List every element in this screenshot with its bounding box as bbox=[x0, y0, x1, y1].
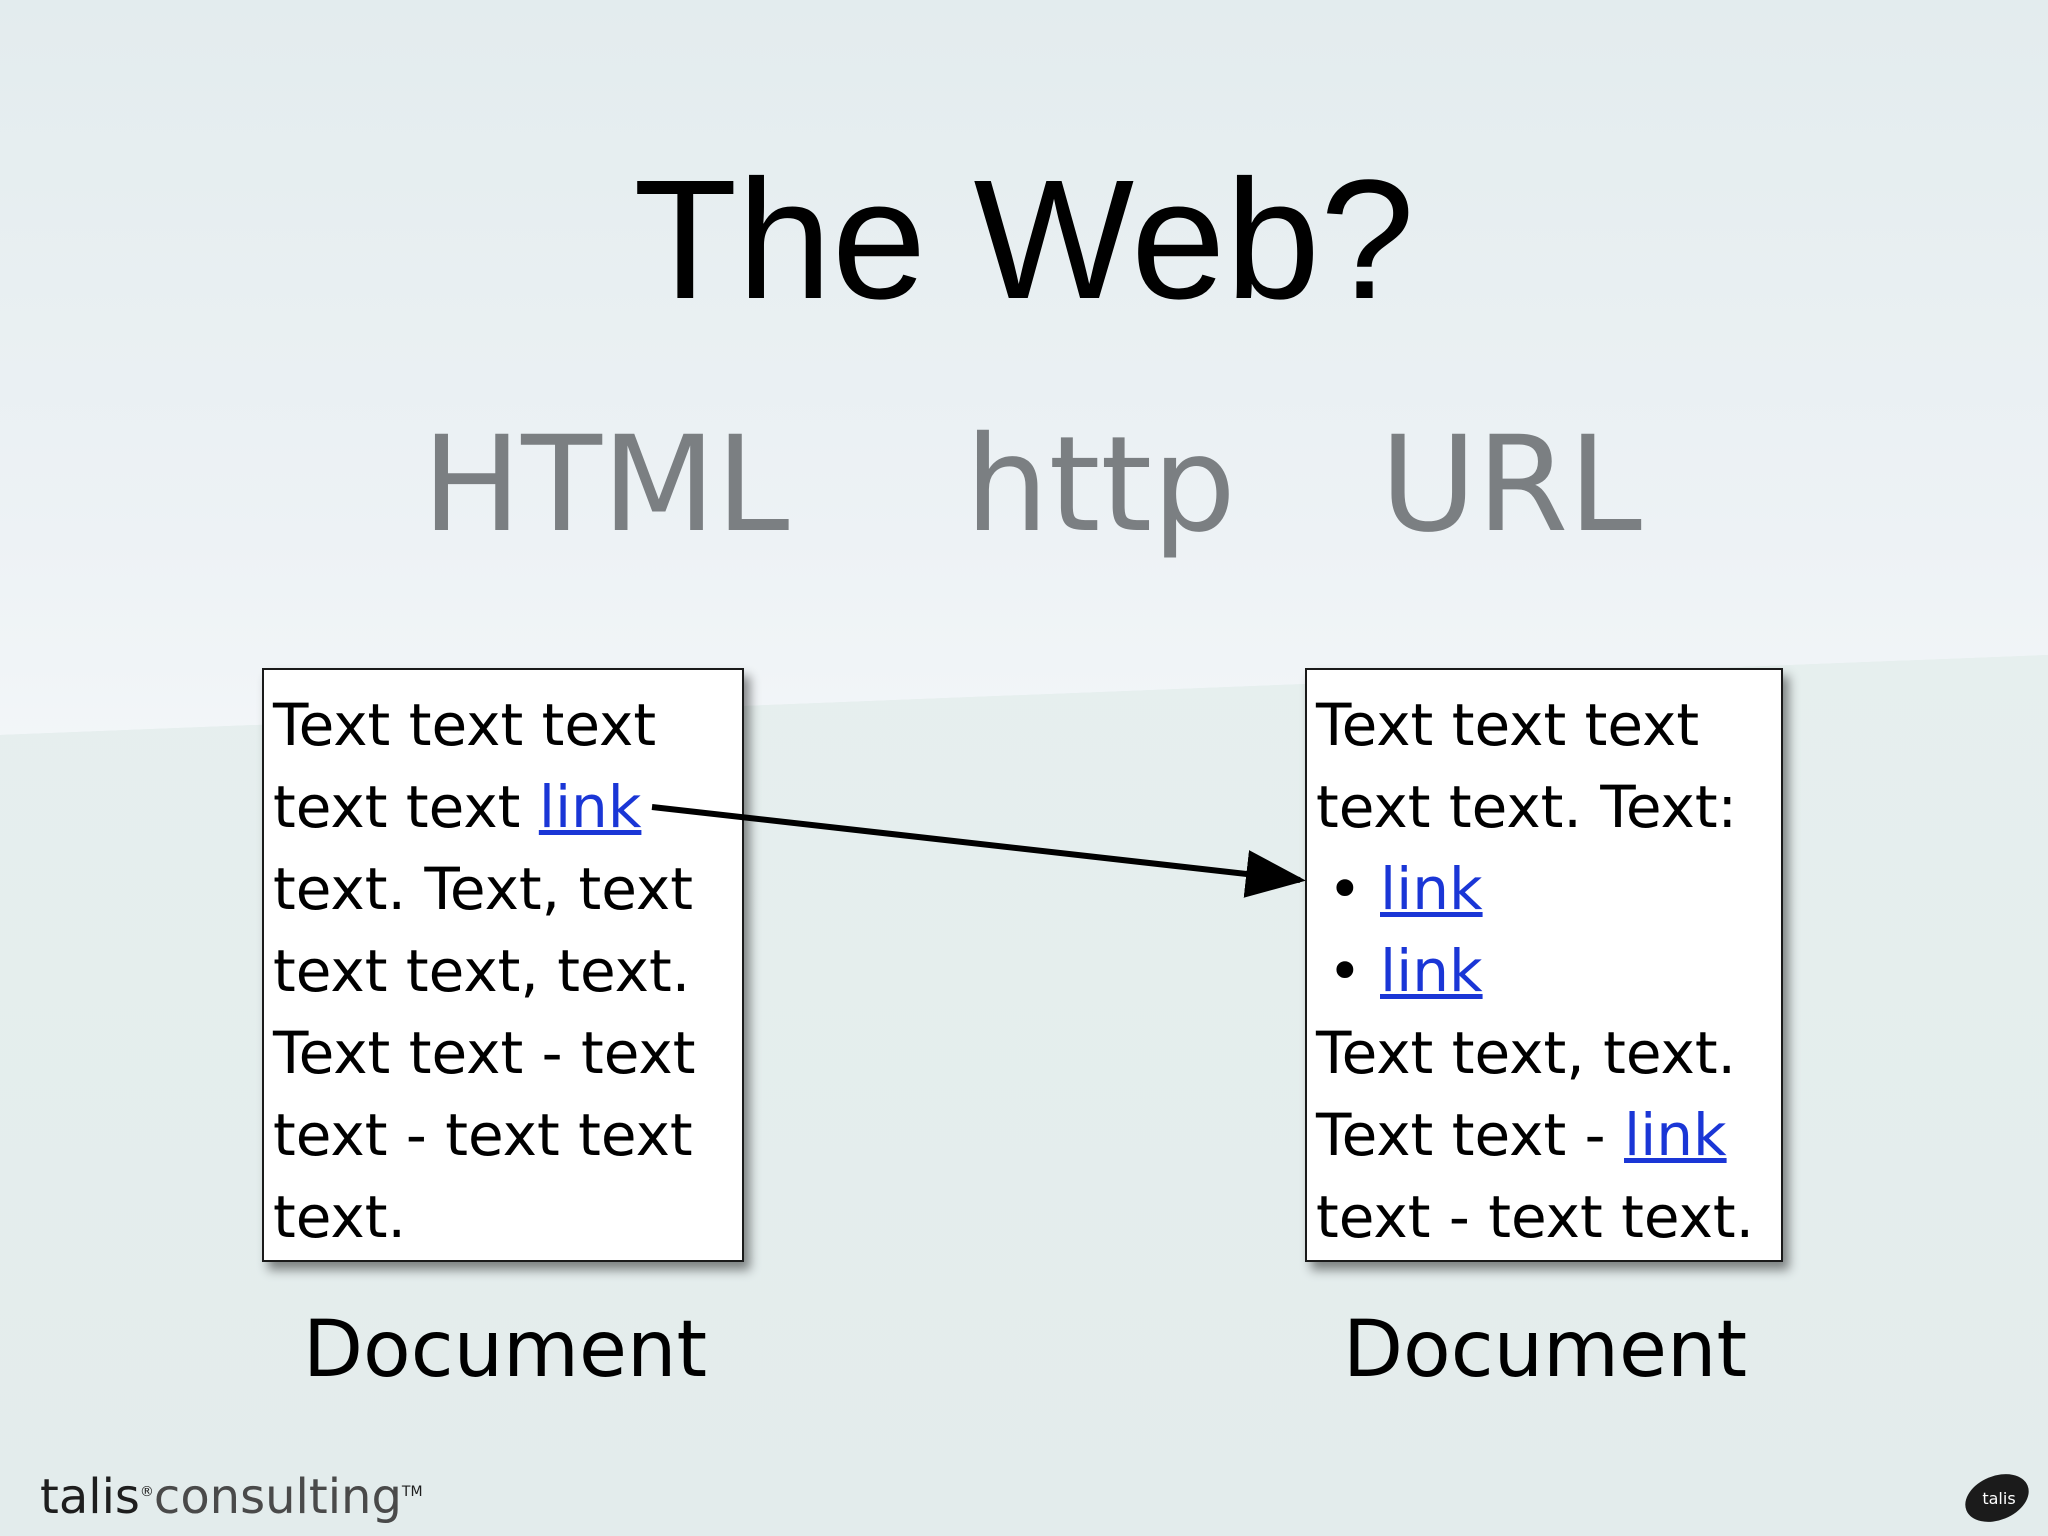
document-text-line: text - text text. bbox=[1316, 1183, 1755, 1251]
hyperlink[interactable]: link bbox=[1380, 937, 1483, 1005]
document-text: Text text - bbox=[1316, 1101, 1625, 1169]
logo-text: talis bbox=[1982, 1489, 2015, 1508]
brand-suffix: consulting bbox=[153, 1469, 402, 1525]
hyperlink[interactable]: link bbox=[538, 773, 642, 841]
document-text-line: text text, text. bbox=[273, 937, 691, 1005]
registered-mark: ® bbox=[139, 1484, 154, 1500]
bullet-icon: • bbox=[1327, 937, 1362, 1005]
list-item: • link bbox=[1316, 930, 1781, 1012]
brand-wordmark: talis®consultingTM bbox=[40, 1462, 423, 1527]
document-text-line: text. Text, text bbox=[273, 855, 693, 923]
document-text-line: Text text text bbox=[273, 691, 657, 759]
term-html: HTML bbox=[422, 408, 790, 562]
document-text-line: Text text, text. bbox=[1316, 1019, 1736, 1087]
document-label-right: Document bbox=[1342, 1305, 1748, 1395]
document-text-line: Text text text bbox=[1316, 691, 1700, 759]
document-text: text text bbox=[273, 773, 539, 841]
document-label-left: Document bbox=[302, 1305, 708, 1395]
document-text-line: Text text - text bbox=[273, 1019, 696, 1087]
hyperlink[interactable]: link bbox=[1380, 855, 1483, 923]
document-left: Text text text text text link text. Text… bbox=[262, 668, 744, 1262]
document-text-line: text. bbox=[273, 1183, 406, 1251]
hyperlink[interactable]: link bbox=[1624, 1101, 1727, 1169]
document-text-line: text - text text bbox=[273, 1101, 693, 1169]
slide-title: The Web? bbox=[633, 145, 1415, 335]
talis-logo-icon: talis bbox=[1965, 1474, 2029, 1522]
list-item: • link bbox=[1316, 848, 1781, 930]
document-text-line: Text text - link bbox=[1316, 1094, 1781, 1176]
brand-name: talis bbox=[40, 1469, 140, 1525]
document-text-line: text text link bbox=[273, 766, 742, 848]
bullet-icon: • bbox=[1327, 855, 1362, 923]
document-right: Text text text text text. Text: • link • l… bbox=[1305, 668, 1783, 1262]
term-url: URL bbox=[1380, 408, 1642, 562]
term-http: http bbox=[965, 408, 1236, 562]
document-text-line: text text. Text: bbox=[1316, 773, 1738, 841]
trademark-mark: TM bbox=[401, 1484, 423, 1500]
